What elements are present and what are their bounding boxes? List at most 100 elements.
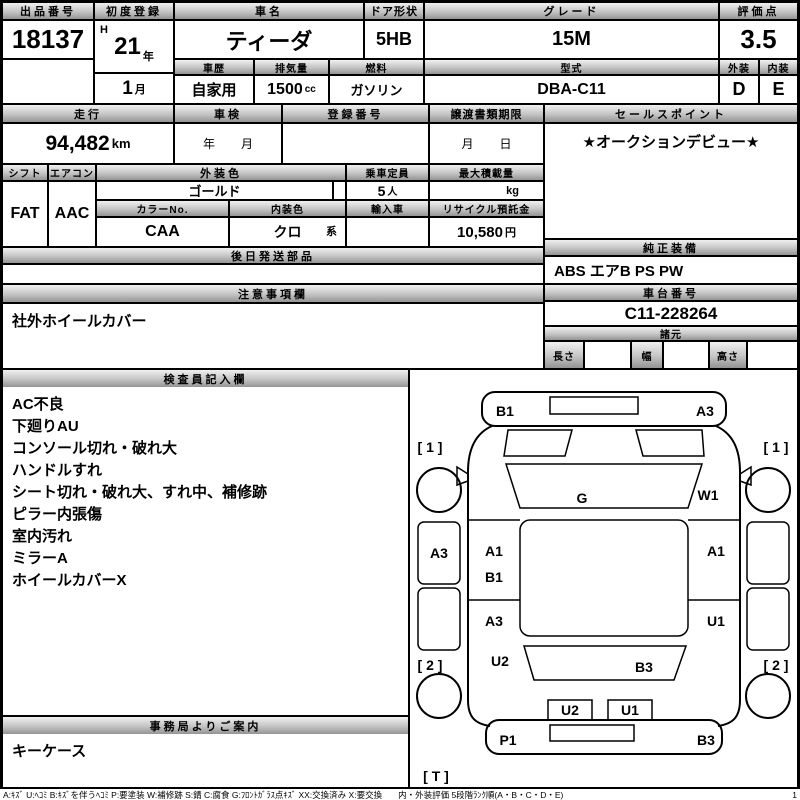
aircon-header: エアコン (49, 165, 95, 180)
inspector-note: ミラーA (12, 550, 68, 567)
left-side-panel-front (417, 521, 461, 585)
transfer-month-label: 月 (461, 137, 474, 151)
first-reg-value: H 21 年 (95, 21, 173, 72)
interior-color-header: 内装色 (230, 201, 345, 216)
fuel-value: ガソリン (330, 76, 423, 103)
inspector-note: シート切れ・破れ大、すれ中、補修跡 (12, 484, 268, 501)
length-value (585, 342, 630, 368)
capacity-header: 乗車定員 (347, 165, 428, 180)
damage-code-label: B1 (496, 403, 514, 419)
rear-window (522, 645, 688, 681)
later-parts-value (3, 265, 543, 283)
inspector-header: 検査員記入欄 (3, 370, 408, 387)
exterior-color-value: ゴールド (97, 182, 332, 199)
interior-grade-header: 内装 (760, 60, 797, 74)
width-label: 幅 (632, 342, 662, 368)
right-headlight (635, 429, 705, 457)
capacity-number: 5 (377, 182, 386, 199)
fuel-header: 燃料 (330, 60, 423, 74)
rank-note: 内・外装評価 5段階ﾗﾝｸ順(A・B・C・D・E) (398, 789, 564, 800)
reg-month: 1 (122, 77, 133, 99)
genuine-equipment-value: ABS エアB PS PW (545, 257, 797, 283)
inspector-note: ホイールカバーX (12, 572, 127, 589)
rear-bumper (485, 719, 723, 755)
auction-no-header: 出品番号 (3, 3, 93, 19)
registration-no-header: 登録番号 (283, 105, 428, 122)
damage-code-label: B3 (697, 732, 715, 748)
displacement-number: 1500 (267, 80, 303, 98)
damage-code-label: P1 (499, 732, 516, 748)
chassis-no-value: C11-228264 (545, 302, 797, 325)
damage-code-label: G (577, 490, 588, 506)
transfer-deadline-value: 月 日 (430, 124, 543, 163)
rear-left-wheel (416, 673, 462, 719)
reg-year: 21 (114, 32, 141, 60)
inspector-note: ピラー内張傷 (12, 506, 103, 523)
shift-header: シフト (3, 165, 47, 180)
damage-code-label: [ 1 ] (418, 439, 443, 455)
door-shape-header: ドア形状 (365, 3, 423, 19)
transfer-deadline-header: 譲渡書類期限 (430, 105, 543, 122)
grade-header: グレード (425, 3, 718, 19)
rear-right-wheel (745, 673, 791, 719)
length-label: 長さ (545, 342, 583, 368)
spec-header: 諸元 (545, 327, 797, 340)
shaken-year-label: 年 (202, 137, 215, 151)
stamp-area (3, 60, 93, 103)
car-name-header: 車名 (175, 3, 363, 19)
color-change-flag-cell (334, 182, 345, 199)
history-header: 車歴 (175, 60, 253, 74)
genuine-equipment-header: 純正装備 (545, 240, 797, 255)
color-no-header: カラーNo. (97, 201, 228, 216)
max-load-value: kg (430, 182, 543, 199)
sales-point-value: ★オークションデビュー★ (545, 124, 797, 238)
interior-color-name: クロ (273, 224, 302, 240)
recycle-unit: 円 (504, 227, 516, 239)
damage-code-label: U1 (707, 613, 725, 629)
damage-code-label: [ 2 ] (418, 657, 443, 673)
right-side-panel-front (746, 521, 790, 585)
left-side-panel-rear (417, 587, 461, 651)
score-value: 3.5 (720, 21, 797, 58)
mileage-unit: km (111, 136, 131, 151)
height-value (748, 342, 797, 368)
office-section: 事務局よりご案内 キーケース (3, 717, 408, 787)
year-suffix: 年 (142, 51, 154, 63)
import-value (347, 218, 428, 246)
damage-code-label: A1 (707, 543, 725, 559)
interior-color-value: クロ 系 (230, 218, 345, 246)
model-value: DBA-C11 (425, 76, 718, 103)
office-text: キーケース (12, 743, 87, 760)
displacement-value: 1500 cc (255, 76, 328, 103)
capacity-value: 5 人 (347, 182, 428, 199)
month-suffix: 月 (134, 83, 146, 96)
page-number: 1 (792, 789, 797, 800)
auction-no-value: 18137 (3, 21, 93, 58)
shaken-header: 車検 (175, 105, 281, 122)
mileage-number: 94,482 (45, 131, 110, 155)
damage-code-label: [ 2 ] (764, 657, 789, 673)
caution-text: 社外ホイールカバー (3, 304, 543, 368)
mileage-header: 走行 (3, 105, 173, 122)
inspector-note: 下廻りAU (12, 418, 79, 435)
front-right-wheel (745, 467, 791, 513)
footer-legend-row: A:ｷｽﾞ U:ﾍｺﾐ B:ｷｽﾞを伴うﾍｺﾐ P:要塗装 W:補修跡 S:錆 … (0, 789, 800, 800)
right-side-panel-rear (746, 587, 790, 651)
damage-code-label: A1 (485, 543, 503, 559)
capacity-unit: 人 (387, 187, 398, 198)
inspector-note: AC不良 (12, 396, 64, 413)
history-value: 自家用 (175, 76, 253, 103)
rear-license-plate (549, 724, 635, 742)
transfer-day-label: 日 (499, 137, 512, 151)
exterior-color-header: 外装色 (97, 165, 345, 180)
car-outline (416, 391, 791, 755)
exterior-grade-header: 外装 (720, 60, 758, 74)
damage-code-label: A3 (485, 613, 503, 629)
shaken-value: 年 月 (175, 124, 281, 163)
